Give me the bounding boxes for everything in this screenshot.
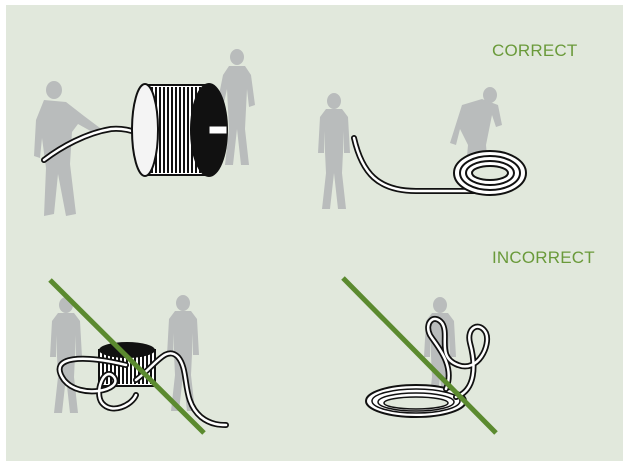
person-silhouette [50, 297, 82, 413]
person-silhouette [318, 93, 350, 209]
panel-reel-pull [34, 49, 255, 216]
panel-twisted-coil [343, 278, 496, 433]
cable-reel [132, 83, 228, 177]
illustration [6, 5, 623, 461]
panel-ground-coil-pull [318, 87, 526, 209]
correct-label: CORRECT [492, 41, 577, 61]
cable-coil [454, 151, 526, 195]
incorrect-label: INCORRECT [492, 248, 595, 268]
person-silhouette [34, 81, 100, 216]
diagram-canvas: CORRECT INCORRECT [6, 5, 623, 461]
panel-tangled-reel [50, 280, 226, 433]
